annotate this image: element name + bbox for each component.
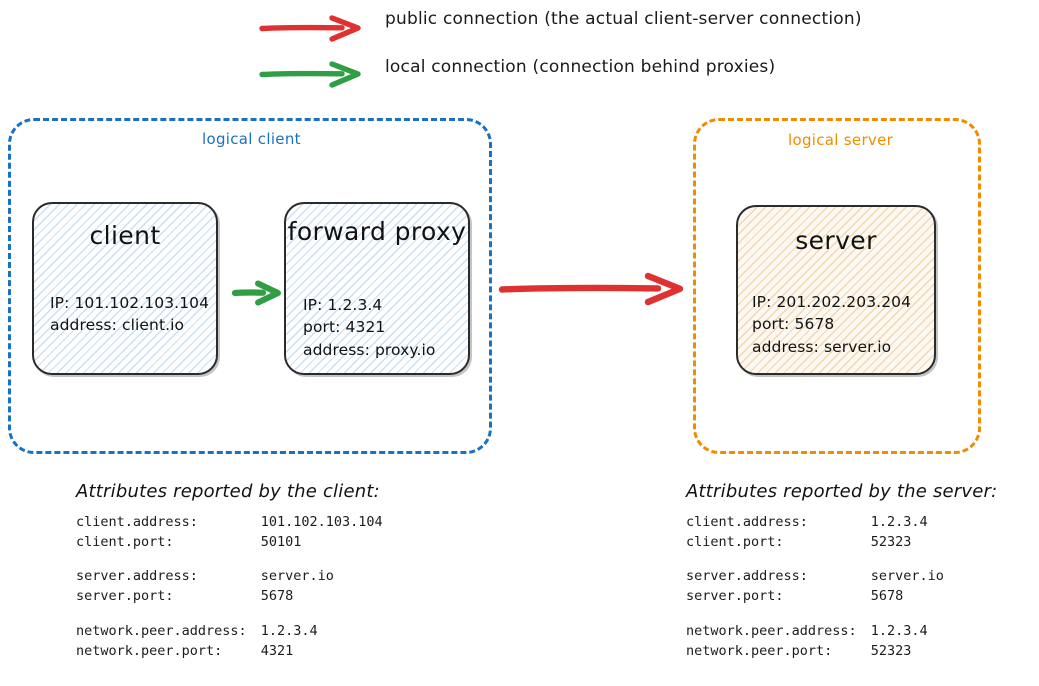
- attr-value: 5678: [260, 588, 294, 605]
- table-row-spacer: [76, 608, 383, 622]
- table-row: server.address: server.io: [76, 567, 383, 587]
- logical-client-label: logical client: [202, 130, 301, 148]
- red-arrow-client-to-server: [498, 272, 688, 306]
- attr-key: network.peer.port:: [686, 642, 833, 659]
- table-row-spacer: [686, 608, 944, 622]
- table-row: network.peer.port: 4321: [76, 642, 383, 662]
- node-server[interactable]: server IP: 201.202.203.204 port: 5678 ad…: [736, 205, 936, 375]
- attr-key: server.port:: [76, 588, 174, 605]
- node-client-attributes: IP: 101.102.103.104 address: client.io: [50, 294, 210, 335]
- green-arrow-client-to-proxy: [231, 278, 286, 308]
- node-client-title: client: [89, 221, 161, 250]
- attr-key: client.address:: [76, 514, 198, 530]
- legend-label-local-connection: local connection (connection behind prox…: [385, 57, 776, 77]
- table-row: server.port: 5678: [76, 587, 383, 607]
- node-server-title: server: [795, 226, 877, 255]
- attr-key: server.port:: [686, 588, 784, 605]
- table-row: client.port: 52323: [686, 533, 944, 553]
- attributes-client-title: Attributes reported by the client:: [76, 481, 380, 502]
- attr-key: client.port:: [76, 534, 174, 551]
- attr-key: client.address:: [686, 514, 808, 530]
- attributes-server-title: Attributes reported by the server:: [686, 481, 998, 502]
- table-row: server.port: 5678: [686, 587, 944, 607]
- logical-server-group: [693, 118, 981, 454]
- attr-value: 1.2.3.4: [870, 622, 928, 639]
- node-server-attributes: IP: 201.202.203.204 port: 5678 address: …: [752, 293, 912, 356]
- table-row: network.peer.port: 52323: [686, 642, 944, 662]
- attr-value: 52323: [870, 642, 912, 659]
- attr-key: network.peer.port:: [76, 642, 223, 659]
- table-row: server.address: server.io: [686, 567, 944, 587]
- table-row: client.port: 50101: [76, 533, 383, 553]
- attributes-reported-by-client: Attributes reported by the client: clien…: [76, 481, 383, 662]
- logical-server-label: logical server: [788, 131, 894, 149]
- table-row-spacer: [76, 553, 383, 567]
- legend-item-local-connection: [258, 60, 366, 88]
- attr-key: network.peer.address:: [76, 622, 247, 639]
- attr-value: 1.2.3.4: [260, 622, 318, 639]
- attr-value: 4321: [260, 642, 294, 659]
- green-arrow-icon: [259, 61, 361, 88]
- attr-value: 1.2.3.4: [870, 514, 928, 530]
- legend-label-public-connection: public connection (the actual client-ser…: [385, 9, 862, 29]
- table-row-spacer: [686, 553, 944, 567]
- attr-value: 5678: [870, 588, 904, 605]
- node-forward-proxy-title: forward proxy: [287, 217, 467, 246]
- node-forward-proxy-attributes: IP: 1.2.3.4 port: 4321 address: proxy.io: [303, 296, 436, 359]
- attr-value: server.io: [870, 568, 944, 585]
- attr-value: server.io: [260, 568, 334, 585]
- attr-key: server.address:: [76, 568, 198, 585]
- table-row: client.address: 101.102.103.104: [76, 513, 383, 533]
- attr-value: 101.102.103.104: [260, 514, 383, 530]
- attr-key: network.peer.address:: [686, 622, 857, 639]
- attr-value: 52323: [870, 534, 912, 551]
- logical-client-group: [8, 118, 492, 454]
- attributes-client-table: client.address: 101.102.103.104 client.p…: [76, 513, 383, 662]
- table-row: client.address: 1.2.3.4: [686, 513, 944, 533]
- table-row: network.peer.address: 1.2.3.4: [686, 622, 944, 642]
- table-row: network.peer.address: 1.2.3.4: [76, 622, 383, 642]
- node-client[interactable]: client IP: 101.102.103.104 address: clie…: [32, 202, 218, 375]
- node-forward-proxy[interactable]: forward proxy IP: 1.2.3.4 port: 4321 add…: [284, 202, 470, 375]
- red-arrow-icon: [259, 15, 361, 42]
- attributes-server-table: client.address: 1.2.3.4 client.port: 523…: [686, 513, 944, 662]
- attributes-reported-by-server: Attributes reported by the server: clien…: [686, 481, 997, 662]
- attr-key: server.address:: [686, 568, 808, 585]
- legend-item-public-connection: [258, 14, 366, 42]
- attr-value: 50101: [260, 534, 302, 551]
- attr-key: client.port:: [686, 534, 784, 551]
